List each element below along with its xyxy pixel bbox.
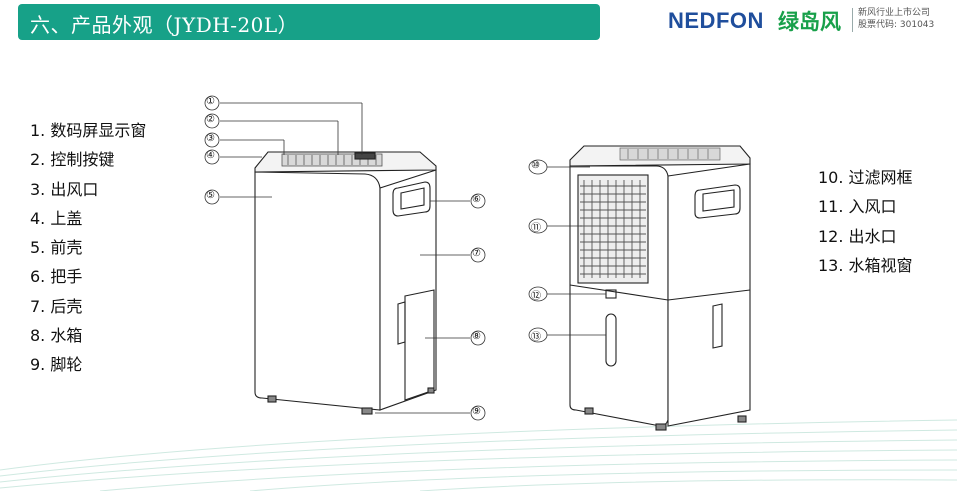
part-label: 9. 脚轮 bbox=[30, 355, 83, 375]
corporate-info: 新风行业上市公司 股票代码: 301043 bbox=[858, 7, 934, 31]
part-label: 2. 控制按键 bbox=[30, 150, 115, 170]
part-label: 13. 水箱视窗 bbox=[818, 255, 913, 275]
logo-english: NEDFON bbox=[668, 8, 764, 33]
parts-list-right: 10. 过滤网框 11. 入风口 12. 出水口 13. 水箱视窗 bbox=[818, 163, 913, 280]
back-unit bbox=[569, 145, 751, 431]
front-leaders bbox=[220, 102, 470, 414]
callout-10: ⑩ bbox=[531, 160, 540, 171]
front-unit bbox=[254, 151, 437, 415]
callout-3: ③ bbox=[206, 133, 215, 144]
part-label: 4. 上盖 bbox=[30, 208, 83, 228]
title-bar: 六、产品外观（JYDH-20L） bbox=[18, 4, 600, 40]
logo-divider bbox=[852, 8, 853, 32]
filter-mesh bbox=[580, 180, 646, 278]
callout-1: ① bbox=[206, 96, 215, 107]
back-leaders bbox=[546, 166, 606, 336]
callout-9: ⑨ bbox=[472, 406, 481, 417]
callout-2: ② bbox=[206, 114, 215, 125]
callout-12: ⑫ bbox=[531, 291, 541, 302]
filter-frame bbox=[577, 174, 649, 284]
front-callout-circles bbox=[204, 95, 486, 421]
back-callout-circles bbox=[528, 159, 548, 343]
part-label: 8. 水箱 bbox=[30, 326, 83, 346]
part-label: 3. 出风口 bbox=[30, 179, 99, 199]
callout-8: ⑧ bbox=[472, 331, 481, 342]
decorative-waves bbox=[0, 419, 957, 491]
part-label: 7. 后壳 bbox=[30, 296, 83, 316]
part-label: 12. 出水口 bbox=[818, 226, 897, 246]
part-label: 11. 入风口 bbox=[818, 197, 897, 217]
callout-6: ⑥ bbox=[472, 194, 481, 205]
handle bbox=[392, 181, 431, 217]
tank-window bbox=[605, 313, 617, 367]
corp-line-2: 股票代码: 301043 bbox=[858, 20, 935, 30]
part-label: 10. 过滤网框 bbox=[818, 168, 913, 187]
brand-logo: NEDFON 绿岛风 bbox=[668, 6, 848, 36]
part-label: 5. 前壳 bbox=[30, 238, 83, 258]
part-label: 6. 把手 bbox=[30, 267, 83, 287]
parts-list-left: 1. 数码屏显示窗 2. 控制按键 3. 出风口 4. 上盖 5. 前壳 6. … bbox=[30, 116, 146, 380]
corp-line-1: 新风行业上市公司 bbox=[858, 8, 931, 18]
page-title: 六、产品外观（JYDH-20L） bbox=[30, 13, 299, 37]
logo-chinese: 绿岛风 bbox=[778, 10, 841, 34]
part-label: 1. 数码屏显示窗 bbox=[30, 121, 147, 140]
callout-7: ⑦ bbox=[472, 248, 481, 259]
callout-13: ⑬ bbox=[531, 332, 541, 343]
display-window bbox=[354, 152, 376, 160]
callout-5: ⑤ bbox=[206, 190, 215, 201]
back-handle bbox=[694, 184, 741, 219]
callout-4: ④ bbox=[206, 150, 215, 161]
callout-11: ⑪ bbox=[531, 223, 541, 234]
